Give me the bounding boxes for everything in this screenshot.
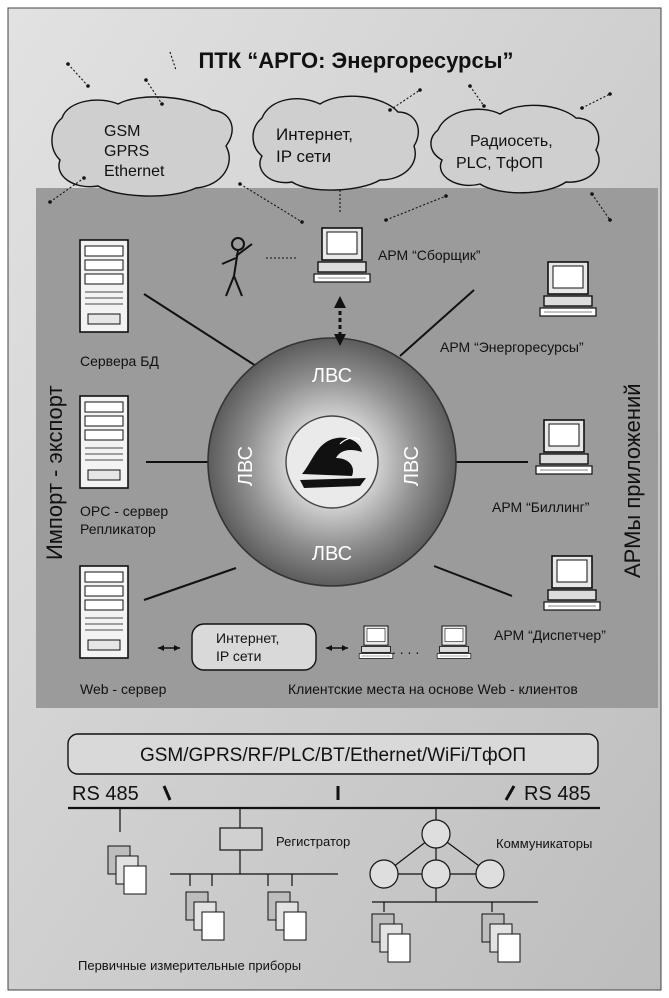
rs485-left-label: RS 485 <box>72 783 139 805</box>
primary-devices-label: Первичные измерительные приборы <box>78 958 301 973</box>
cloud-connection-arrows <box>49 51 611 223</box>
lan-label-top: ЛВС <box>312 365 352 387</box>
registrar-box <box>219 827 263 851</box>
operator-person-icon <box>221 237 253 297</box>
cloud-internet-line2: IP сети <box>276 147 331 166</box>
db-server-icon <box>79 239 129 333</box>
lan-label-bottom: ЛВС <box>312 543 352 565</box>
cloud-internet-line1: Интернет, <box>276 125 353 144</box>
communicator-node-right <box>475 859 505 889</box>
dispatcher-computer-icon <box>543 555 601 611</box>
registrar-bus <box>170 850 338 886</box>
opc-server-label-1: OPC - сервер <box>80 503 168 519</box>
cloud-gsm-line2: GPRS <box>104 143 149 160</box>
collector-link-arrow <box>334 296 346 346</box>
communicator-node-left <box>369 859 399 889</box>
collector-computer-icon <box>313 227 371 283</box>
bus-title-box <box>67 733 599 775</box>
lan-connection-lines <box>143 289 528 601</box>
billing-label: АРМ “Биллинг” <box>492 499 590 515</box>
cloud-gsm-line3: Ethernet <box>104 163 165 180</box>
opc-server-label-2: Репликатор <box>80 521 156 537</box>
db-server-label: Сервера БД <box>80 353 159 369</box>
communicator-node-center <box>421 859 451 889</box>
collector-label: АРМ “Сборщик” <box>378 247 481 263</box>
cloud-radio <box>430 104 600 194</box>
rs485-links <box>162 785 516 801</box>
diagram-title: ПТК “АРГО: Энергоресурсы” <box>198 48 513 73</box>
cloud-internet <box>252 95 419 191</box>
bus-title: GSM/GPRS/RF/PLC/BT/Ethernet/WiFi/ТфОП <box>140 745 526 766</box>
web-client-computer-1-icon <box>358 625 394 659</box>
lan-label-left: ЛВС <box>235 446 257 486</box>
cloud-gsm <box>51 96 233 197</box>
web-client-computer-2-icon <box>436 625 472 659</box>
internet-box <box>191 623 317 671</box>
opc-server-icon <box>79 395 129 489</box>
web-server-icon <box>79 565 129 659</box>
web-clients-ellipsis: . . . . <box>392 641 419 657</box>
registrar-label: Регистратор <box>276 834 350 849</box>
lan-label-right: ЛВС <box>401 446 423 486</box>
communicator-node-top <box>421 819 451 849</box>
side-label-import-export: Импорт - экспорт <box>42 385 67 560</box>
internet-box-line2: IP сети <box>216 648 261 664</box>
rs485-right-label: RS 485 <box>524 783 591 805</box>
cloud-radio-line1: Радиосеть, <box>470 133 553 150</box>
side-label-applications: АРМы приложений <box>620 383 645 578</box>
web-clients-label: Клиентские места на основе Web - клиенто… <box>288 681 578 697</box>
dispatcher-label: АРМ “Диспетчер” <box>494 627 606 643</box>
cloud-radio-line2: PLC, ТфОП <box>456 155 543 172</box>
internet-box-line1: Интернет, <box>216 630 279 646</box>
bus-drops <box>119 808 437 832</box>
energy-computer-icon <box>539 261 597 317</box>
communicators-label: Коммуникаторы <box>496 836 592 851</box>
cloud-arrow-heads <box>48 62 612 224</box>
argo-logo-icon <box>300 437 366 488</box>
billing-computer-icon <box>535 419 593 475</box>
cloud-gsm-line1: GSM <box>104 123 140 140</box>
web-server-label: Web - сервер <box>80 681 167 697</box>
energy-label: АРМ “Энергоресурсы” <box>440 339 584 355</box>
